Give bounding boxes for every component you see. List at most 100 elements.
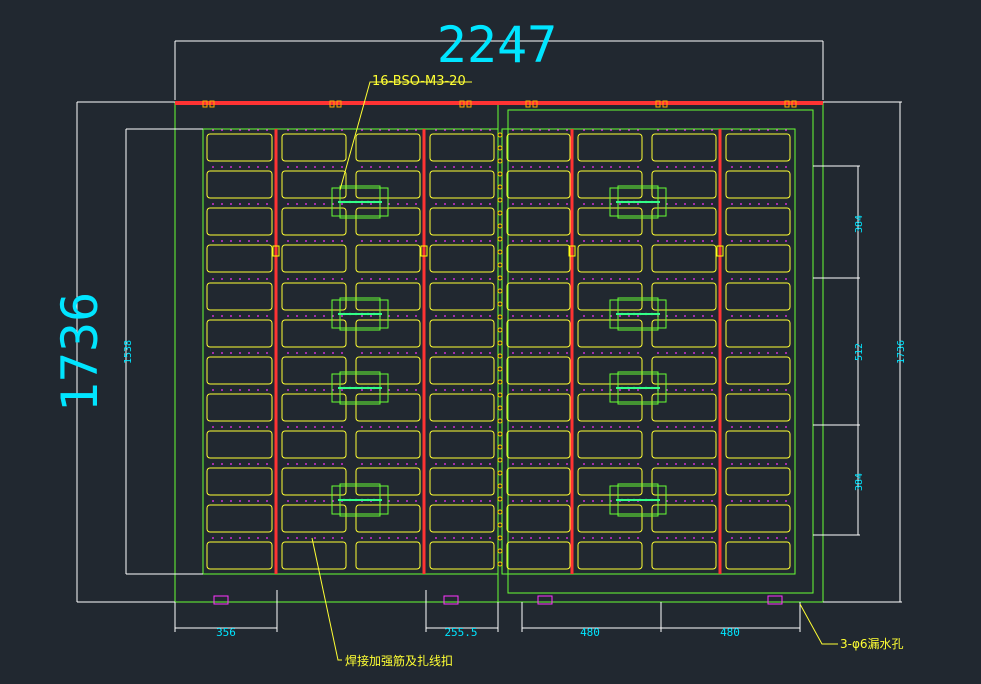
module-cell [355, 133, 421, 162]
fastener-dot [257, 352, 259, 354]
fastener-dot [530, 129, 532, 131]
fastener-dot [557, 166, 559, 168]
fastener-dot [388, 166, 390, 168]
beam [570, 129, 574, 574]
fastener-dot [512, 278, 514, 280]
fastener-dot [453, 278, 455, 280]
fastener-dot [471, 315, 473, 317]
fastener-dot [296, 352, 298, 354]
dimension-lines [76, 40, 902, 661]
fastener-dot [248, 352, 250, 354]
fastener-dot [239, 389, 241, 391]
fastener-dot [521, 426, 523, 428]
fastener-dot [675, 203, 677, 205]
fastener-dot [749, 240, 751, 242]
right-panel [501, 128, 796, 575]
top-bracket [532, 100, 538, 108]
fastener-dot [731, 463, 733, 465]
fastener-dot [341, 129, 343, 131]
beam-clip [420, 245, 428, 257]
fastener-dot [379, 166, 381, 168]
fastener-dot [230, 203, 232, 205]
fastener-dot [684, 240, 686, 242]
fastener-dot [305, 203, 307, 205]
module-cell [429, 467, 495, 496]
fastener-dot [767, 463, 769, 465]
fastener-dot [323, 129, 325, 131]
fastener-dot [361, 278, 363, 280]
left-panel [202, 128, 499, 575]
module-pin [632, 386, 636, 390]
center-hole [497, 353, 503, 359]
fastener-dot [397, 537, 399, 539]
fastener-dot [583, 500, 585, 502]
fastener-dot [415, 203, 417, 205]
fastener-dot [388, 203, 390, 205]
fastener-dot [323, 352, 325, 354]
fastener-dot [287, 352, 289, 354]
module-pin [650, 386, 654, 390]
fastener-dot [296, 389, 298, 391]
fastener-dot [610, 166, 612, 168]
fastener-dot [539, 352, 541, 354]
center-hole [497, 314, 503, 320]
fastener-dot [323, 278, 325, 280]
module-cell [651, 467, 717, 496]
fastener-dot [776, 203, 778, 205]
fastener-dot [257, 389, 259, 391]
fastener-dot [628, 537, 630, 539]
fastener-dot [266, 315, 268, 317]
center-hole [497, 327, 503, 333]
fastener-dot [480, 426, 482, 428]
fastener-dot [548, 315, 550, 317]
fastener-dot [444, 426, 446, 428]
fastener-dot [548, 166, 550, 168]
fastener-dot [731, 315, 733, 317]
module-cell [651, 133, 717, 162]
fastener-dot [657, 278, 659, 280]
module-cell [281, 467, 347, 496]
fastener-dot [212, 463, 214, 465]
fastener-dot [711, 278, 713, 280]
fastener-dot [740, 426, 742, 428]
fastener-dot [637, 129, 639, 131]
fastener-dot [361, 389, 363, 391]
fastener-dot [592, 203, 594, 205]
module-cell [281, 356, 347, 385]
receiver-modules [331, 185, 667, 517]
center-hole [497, 301, 503, 307]
fastener-dot [785, 352, 787, 354]
fastener-dot [287, 537, 289, 539]
fastener-dot [332, 315, 334, 317]
module-cell [429, 244, 495, 273]
module-cell [355, 244, 421, 273]
fastener-dot [370, 203, 372, 205]
fastener-dot [693, 537, 695, 539]
fastener-dot [566, 129, 568, 131]
fastener-dot [619, 278, 621, 280]
module-cell [429, 504, 495, 533]
fastener-dot [323, 426, 325, 428]
fastener-dot [675, 537, 677, 539]
fastener-dot [583, 426, 585, 428]
module-cell [429, 430, 495, 459]
fastener-dot [557, 203, 559, 205]
module-cell [651, 430, 717, 459]
fastener-dot [601, 129, 603, 131]
fastener-dot [601, 278, 603, 280]
fastener-dot [684, 537, 686, 539]
module-outer [609, 485, 667, 515]
fastener-dot [239, 315, 241, 317]
fastener-dot [583, 129, 585, 131]
fastener-dot [521, 389, 523, 391]
fastener-dot [749, 352, 751, 354]
fastener-dot [406, 500, 408, 502]
beam-clip [568, 245, 576, 257]
fastener-dot [731, 278, 733, 280]
fastener-dot [512, 389, 514, 391]
fastener-dot [239, 500, 241, 502]
module-pin [360, 312, 364, 316]
fastener-dot [471, 537, 473, 539]
fastener-dot [592, 389, 594, 391]
fastener-dot [230, 463, 232, 465]
